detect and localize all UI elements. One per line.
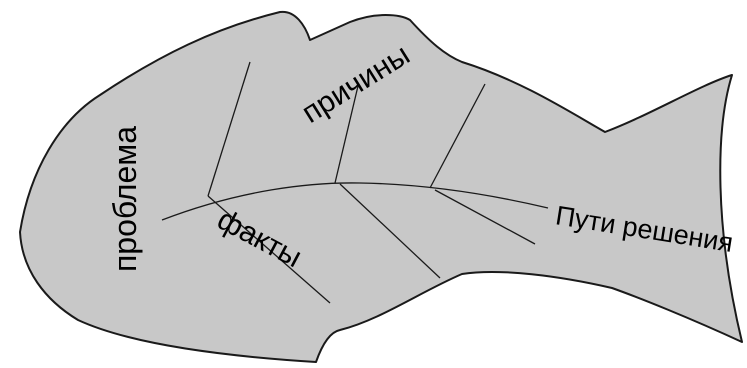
problem-label: проблема xyxy=(107,126,143,272)
